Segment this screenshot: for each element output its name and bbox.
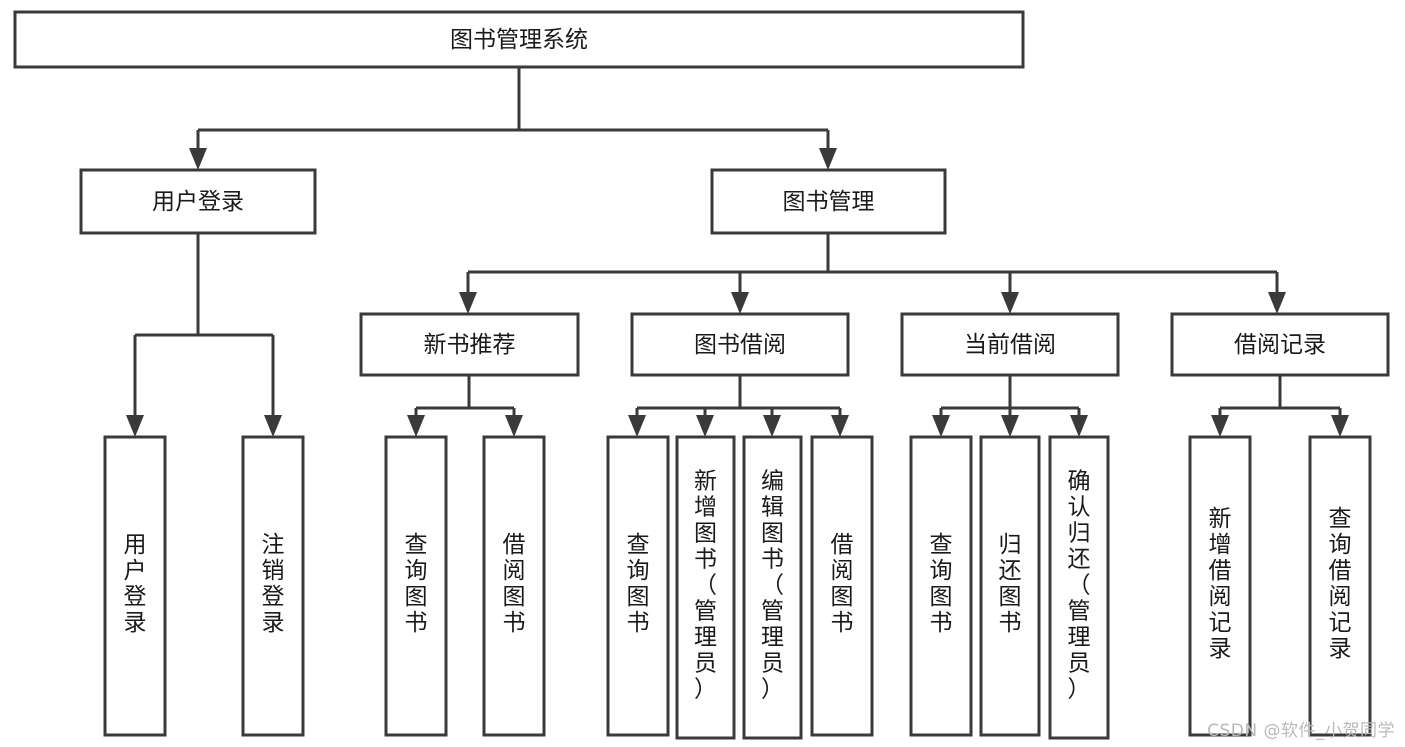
arrow-head-icon — [1070, 415, 1088, 437]
arrow-head-icon — [932, 415, 950, 437]
box-outline — [241, 435, 305, 737]
connector-current-to-leaves — [939, 375, 1081, 416]
connector-record-to-leaves — [1218, 375, 1342, 416]
connector-books-to-level3 — [466, 233, 1279, 293]
box-outline — [482, 435, 546, 737]
box-level3-2[interactable]: 当前借阅 — [900, 312, 1120, 377]
box-outline — [1170, 312, 1390, 377]
box-outline — [675, 435, 736, 740]
box-outline — [1048, 435, 1110, 740]
box-label: 借阅图书 — [831, 532, 854, 636]
box-level3-1[interactable]: 图书借阅 — [630, 312, 850, 377]
box-label: 图书管理系统 — [450, 27, 588, 53]
arrow-head-icon — [763, 415, 781, 437]
box-outline — [1188, 435, 1252, 737]
box-leaf-5[interactable]: 新增图书（管理员） — [675, 435, 736, 740]
box-label: 用户登录 — [124, 532, 147, 636]
box-outline — [900, 312, 1120, 377]
arrow-head-icon — [696, 415, 714, 437]
box-outline — [1308, 435, 1372, 737]
arrow-head-icon — [1331, 415, 1349, 437]
box-label: 新增图书（管理员） — [694, 469, 717, 703]
box-label: 图书管理 — [783, 189, 875, 215]
box-leaf-4[interactable]: 查询图书 — [606, 435, 670, 737]
arrow-head-icon — [126, 415, 144, 437]
box-outline — [384, 435, 448, 737]
box-label: 注销登录 — [262, 532, 285, 636]
box-label: 新书推荐 — [424, 332, 516, 358]
arrow-head-icon — [407, 415, 425, 437]
box-label: 归还图书 — [999, 532, 1022, 636]
box-label: 编辑图书（管理员） — [761, 469, 784, 703]
box-label: 查询图书 — [627, 532, 650, 636]
nodes-layer: 图书管理系统用户登录图书管理新书推荐图书借阅当前借阅借阅记录用户登录注销登录查询… — [13, 10, 1390, 740]
connector-borrow-to-leaves — [635, 375, 842, 416]
box-leaf-12[interactable]: 查询借阅记录 — [1308, 435, 1372, 737]
box-label: 查询图书 — [405, 532, 428, 636]
box-outline — [909, 435, 973, 737]
box-level3-0[interactable]: 新书推荐 — [359, 312, 580, 377]
arrow-head-icon — [1001, 415, 1019, 437]
box-outline — [742, 435, 803, 740]
box-root-0[interactable]: 图书管理系统 — [13, 10, 1025, 69]
box-leaf-2[interactable]: 查询图书 — [384, 435, 448, 737]
box-leaf-3[interactable]: 借阅图书 — [482, 435, 546, 737]
box-level2-0[interactable]: 用户登录 — [79, 168, 317, 235]
arrow-head-icon — [264, 415, 282, 437]
connector-root-to-level2 — [196, 67, 830, 149]
arrow-head-icon — [731, 292, 749, 314]
connector-newbooks-to-leaves — [414, 375, 516, 416]
box-leaf-0[interactable]: 用户登录 — [103, 435, 167, 737]
box-leaf-10[interactable]: 确认归还（管理员） — [1048, 435, 1110, 740]
arrow-head-icon — [1001, 292, 1019, 314]
box-outline — [979, 435, 1041, 737]
box-level2-1[interactable]: 图书管理 — [710, 168, 947, 235]
arrow-head-icon — [1268, 292, 1286, 314]
arrow-head-icon — [505, 415, 523, 437]
arrow-head-icon — [459, 292, 477, 314]
box-label: 图书借阅 — [694, 332, 786, 358]
arrow-head-icon — [831, 415, 849, 437]
box-label: 查询借阅记录 — [1329, 506, 1352, 662]
box-label: 新增借阅记录 — [1209, 506, 1232, 662]
box-leaf-7[interactable]: 借阅图书 — [810, 435, 874, 737]
box-outline — [79, 168, 317, 235]
box-outline — [606, 435, 670, 737]
box-label: 借阅图书 — [503, 532, 526, 636]
box-outline — [710, 168, 947, 235]
box-label: 借阅记录 — [1234, 332, 1326, 358]
box-level3-3[interactable]: 借阅记录 — [1170, 312, 1390, 377]
box-outline — [103, 435, 167, 737]
connector-login-to-leaves — [133, 233, 275, 416]
box-outline — [630, 312, 850, 377]
connectors-layer — [126, 67, 1349, 437]
box-leaf-11[interactable]: 新增借阅记录 — [1188, 435, 1252, 737]
box-label: 用户登录 — [152, 189, 244, 215]
box-leaf-6[interactable]: 编辑图书（管理员） — [742, 435, 803, 740]
arrow-head-icon — [1211, 415, 1229, 437]
box-label: 查询图书 — [930, 532, 953, 636]
box-outline — [359, 312, 580, 377]
box-outline — [13, 10, 1025, 69]
box-leaf-1[interactable]: 注销登录 — [241, 435, 305, 737]
arrow-head-icon — [819, 148, 837, 170]
box-outline — [810, 435, 874, 737]
arrow-head-icon — [189, 148, 207, 170]
box-label: 当前借阅 — [964, 332, 1056, 358]
arrow-head-icon — [628, 415, 646, 437]
box-leaf-9[interactable]: 归还图书 — [979, 435, 1041, 737]
box-leaf-8[interactable]: 查询图书 — [909, 435, 973, 737]
box-label: 确认归还（管理员） — [1068, 469, 1091, 703]
